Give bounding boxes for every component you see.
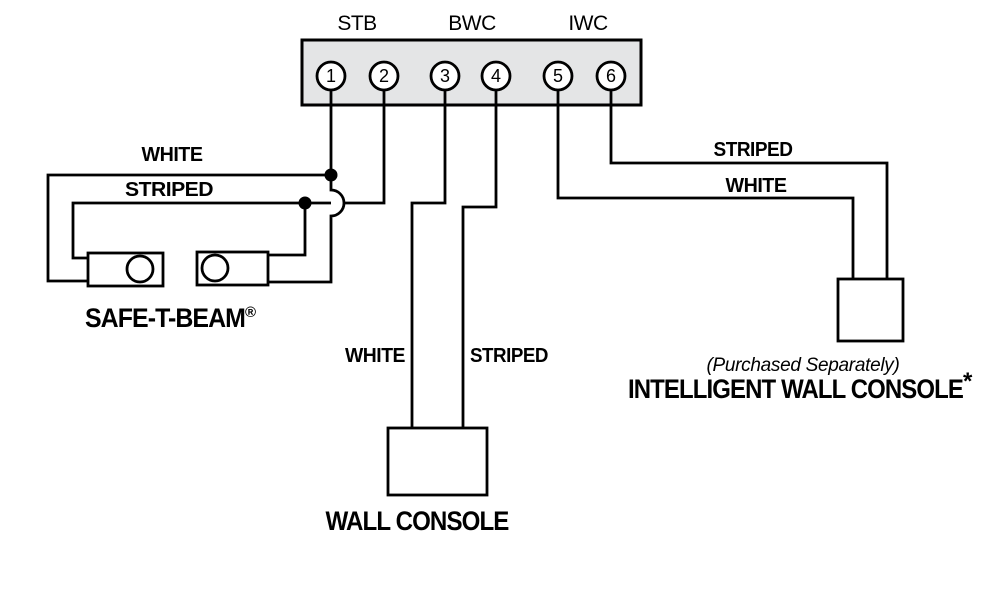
terminal-4 xyxy=(480,60,512,92)
bwc-striped-wire-label: STRIPED xyxy=(470,345,548,367)
terminal-3 xyxy=(429,60,461,92)
wall-console-label: WALL CONSOLE xyxy=(326,506,509,536)
registered-mark: ® xyxy=(245,304,256,321)
terminal-group-label-iwc: IWC xyxy=(568,12,608,35)
terminal-group-label-bwc: BWC xyxy=(448,12,496,35)
terminal-1-number: 1 xyxy=(326,66,336,86)
safe-t-beam-right-lens xyxy=(200,253,230,283)
bwc-white-wire xyxy=(410,90,447,428)
stb-striped-wire xyxy=(71,90,386,260)
intelligent-wall-console-label: INTELLIGENT WALL CONSOLE* xyxy=(628,368,973,404)
intelligent-wall-console-label-text: INTELLIGENT WALL CONSOLE xyxy=(628,374,963,404)
junction-dot-white xyxy=(324,168,338,182)
iwc-white-wire-label: WHITE xyxy=(726,175,787,197)
terminal-2 xyxy=(368,60,400,92)
terminal-6 xyxy=(595,60,627,92)
intelligent-wall-console-box xyxy=(836,277,905,343)
terminal-2-number: 2 xyxy=(379,66,389,86)
terminal-1 xyxy=(315,60,347,92)
terminal-6-number: 6 xyxy=(606,66,616,86)
terminal-3-number: 3 xyxy=(440,66,450,86)
stb-white-wire-label: WHITE xyxy=(142,144,203,166)
stb-striped-wire-label: STRIPED xyxy=(125,179,213,201)
terminal-5-number: 5 xyxy=(553,66,563,86)
wall-console-box xyxy=(386,426,489,497)
safe-t-beam-label-text: SAFE-T-BEAM xyxy=(85,303,245,333)
terminal-4-number: 4 xyxy=(491,66,501,86)
iwc-striped-wire-label: STRIPED xyxy=(714,139,793,161)
terminal-block xyxy=(300,38,643,107)
iwc-white-wire xyxy=(556,90,855,279)
stb-striped-branch-wire xyxy=(268,203,307,257)
safe-t-beam-label: SAFE-T-BEAM® xyxy=(85,303,256,333)
asterisk-mark: * xyxy=(963,368,973,395)
iwc-striped-wire xyxy=(609,90,889,279)
safe-t-beam-left-lens xyxy=(125,254,155,284)
bwc-striped-wire xyxy=(461,90,498,428)
purchased-separately-note: (Purchased Separately) xyxy=(706,355,899,376)
stb-white-wire xyxy=(46,90,346,284)
bwc-white-wire-label: WHITE xyxy=(345,345,405,367)
junction-dot-striped xyxy=(298,196,312,210)
terminal-group-label-stb: STB xyxy=(337,12,376,35)
terminal-5 xyxy=(542,60,574,92)
